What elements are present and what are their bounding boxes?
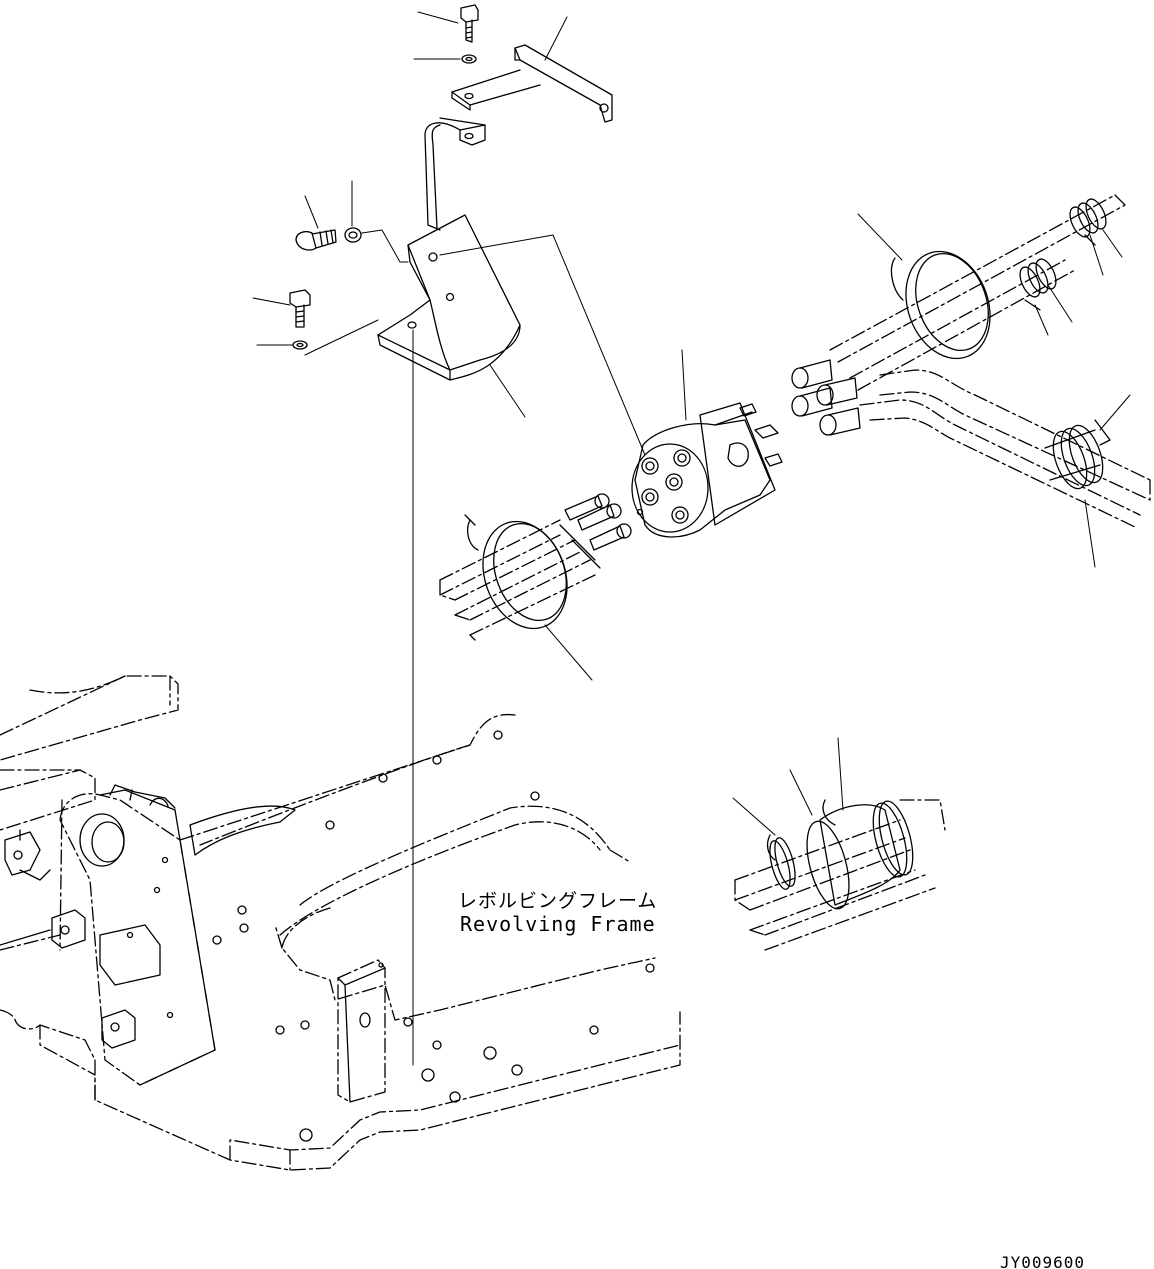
- small-brackets: [0, 832, 160, 1048]
- boom-bracket: [60, 785, 295, 1085]
- hose-wrap-detail: [735, 798, 945, 950]
- hoses-right: [792, 195, 1150, 527]
- bracket-assembly: [378, 45, 612, 380]
- leader-lines: [253, 12, 1130, 1065]
- frame-label-japanese: レボルビングフレーム: [458, 890, 658, 912]
- hoses-left: [440, 494, 631, 640]
- bolts-washers: [290, 5, 478, 349]
- frame-label-english: Revolving Frame: [460, 912, 656, 936]
- connector-block: [632, 403, 782, 537]
- frame-upright-plate: [338, 960, 385, 1102]
- drawing-id: JY009600: [1000, 1253, 1086, 1269]
- frame-holes: [213, 731, 654, 1141]
